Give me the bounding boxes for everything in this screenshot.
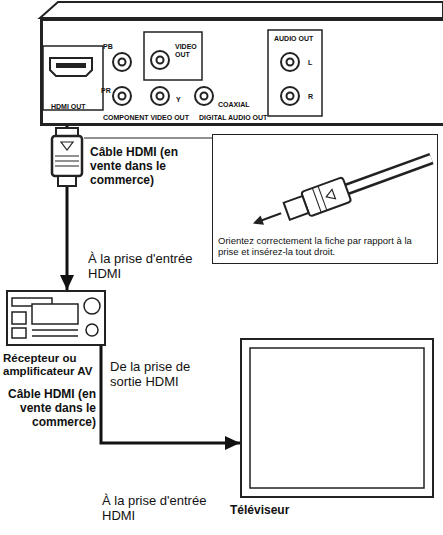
player-top [40, 2, 443, 18]
jacks [113, 51, 299, 105]
hdmi-plug [52, 128, 82, 186]
av-receiver: Récepteur ou amplificateur AV [6, 290, 106, 346]
receiver-front [12, 298, 100, 338]
instruction-note: Orientez correctement la fiche par rappo… [218, 236, 432, 258]
hdmi-cable [101, 346, 240, 443]
device-name: Récepteur ou amplificateur AV [3, 352, 99, 378]
callout-plug [248, 146, 435, 235]
cable-label: Câble HDMI (en vente dans le commerce) [2, 388, 96, 429]
hdmi-frame [43, 46, 103, 110]
device-name: Téléviseur [230, 504, 330, 518]
leader-line [84, 138, 212, 139]
channel-label: R [308, 93, 318, 101]
hdmi-port-pins [56, 63, 86, 68]
jack-label: COAXIAL [218, 101, 254, 109]
audio-frame [268, 30, 322, 116]
jack-label: PB [103, 43, 117, 51]
connection-note: À la prise d'entrée HDMI [88, 252, 198, 282]
connection-note: De la prise de sortie HDMI [110, 360, 200, 390]
jack-group-label: DIGITAL AUDIO OUT [199, 114, 289, 122]
callout-box: Orientez correctement la fiche par rappo… [212, 134, 438, 264]
channel-label: L [308, 59, 318, 67]
jack-label: Y [176, 96, 186, 104]
jack-group-label: COMPONENT VIDEO OUT [103, 114, 199, 122]
television: Téléviseur [240, 338, 434, 498]
connection-note: À la prise d'entrée HDMI [102, 494, 212, 524]
jack-label: VIDEO OUT [175, 43, 205, 59]
tv-screen [250, 348, 424, 488]
jack-group-label: AUDIO OUT [274, 35, 324, 43]
video-frame [144, 32, 202, 80]
player-panel: PB VIDEO OUT PR Y HDMI OUTCOMPONENT VIDEO OU… [40, 18, 443, 126]
hdmi-port [50, 58, 92, 76]
jack-label: PR [101, 87, 115, 95]
cable-label: Câble HDMI (en vente dans le commerce) [90, 146, 202, 187]
port-label: HDMI OUT [51, 103, 101, 111]
